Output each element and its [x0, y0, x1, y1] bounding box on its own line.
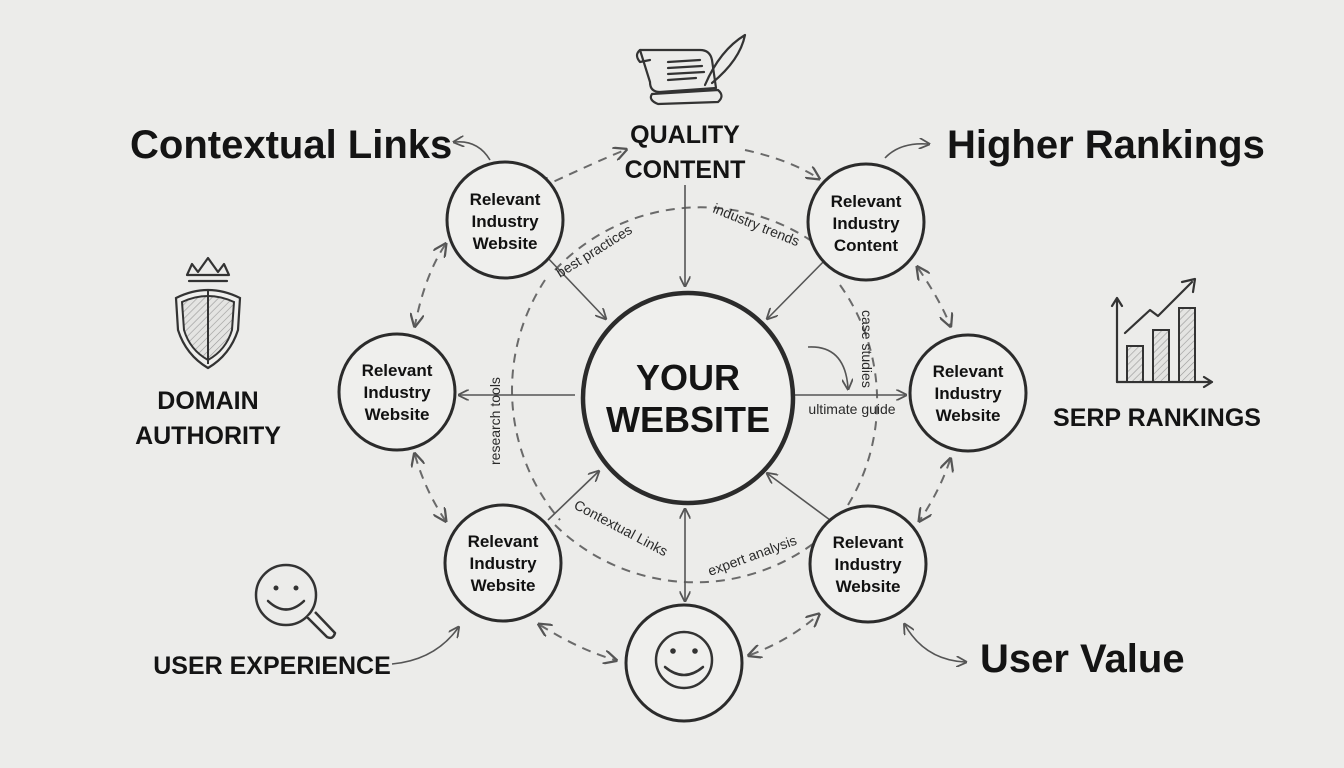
outer-connections: [415, 150, 950, 660]
domain-authority-line2: AUTHORITY: [135, 422, 281, 450]
node-bottom-smiley: [624, 603, 744, 723]
shield-crown-icon: [174, 256, 242, 370]
smiley-magnifier-icon: [254, 563, 337, 640]
node-label-line: Relevant: [470, 190, 541, 209]
headline-higher-rankings-text: Higher Rankings: [947, 123, 1265, 167]
user-experience-label: USER EXPERIENCE: [153, 652, 391, 680]
serp-rankings: SERP RANKINGS: [1053, 277, 1261, 432]
headline-contextual-links-text: Contextual Links: [130, 123, 452, 167]
node-label-line: Industry: [471, 212, 539, 231]
headline-user-value: User Value: [905, 625, 1185, 681]
node-label-line: Relevant: [831, 192, 902, 211]
domain-authority: DOMAIN AUTHORITY: [135, 256, 281, 450]
node-label-line: Industry: [834, 555, 902, 574]
node-label-line: Website: [936, 406, 1001, 425]
label-industry-trends: industry trends: [711, 200, 802, 249]
inner-dashed-ring: [511, 206, 879, 584]
quality-content-line1: QUALITY: [630, 121, 740, 149]
headline-user-value-text: User Value: [980, 637, 1185, 681]
scroll-quill-icon: [635, 33, 747, 106]
label-best-practices: best practices: [553, 221, 635, 280]
node-label-line: Relevant: [468, 532, 539, 551]
node-bottom-left: Relevant Industry Website: [443, 503, 563, 623]
node-label-line: Industry: [469, 554, 537, 573]
label-case-studies: case studies: [859, 310, 875, 388]
label-expert-analysis: expert analysis: [706, 532, 799, 579]
user-experience: USER EXPERIENCE: [153, 563, 458, 680]
node-bottom-right: Relevant Industry Website: [808, 504, 928, 624]
center-node-your-website: YOUR WEBSITE: [580, 290, 796, 506]
node-label-line: Website: [471, 576, 536, 595]
serp-rankings-label: SERP RANKINGS: [1053, 404, 1261, 432]
bar-chart-up-icon: [1110, 277, 1214, 389]
node-label-line: Relevant: [362, 361, 433, 380]
node-label-line: Industry: [363, 383, 431, 402]
headline-contextual-links: Contextual Links: [130, 123, 491, 167]
center-line2: WEBSITE: [606, 399, 770, 440]
node-top-right: Relevant Industry Content: [806, 162, 926, 282]
domain-authority-line1: DOMAIN: [157, 387, 258, 415]
node-label-line: Content: [834, 236, 899, 255]
spoke-lines: [460, 185, 905, 600]
headline-higher-rankings: Higher Rankings: [884, 123, 1265, 167]
node-label-line: Relevant: [833, 533, 904, 552]
node-label-line: Industry: [934, 384, 1002, 403]
smiley-icon: [654, 630, 714, 690]
node-label-line: Website: [365, 405, 430, 424]
node-label-line: Website: [836, 577, 901, 596]
center-line1: YOUR: [636, 357, 740, 398]
node-mid-left: Relevant Industry Website: [337, 332, 457, 452]
label-ultimate-guide: ultimate guide: [808, 401, 895, 417]
quality-content: QUALITY CONTENT: [625, 33, 747, 184]
node-label-line: Website: [473, 234, 538, 253]
node-mid-right: Relevant Industry Website: [908, 333, 1028, 453]
node-label-line: Relevant: [933, 362, 1004, 381]
label-research-tools: research tools: [487, 377, 503, 465]
node-label-line: Industry: [832, 214, 900, 233]
quality-content-line2: CONTENT: [625, 156, 746, 184]
node-top-left: Relevant Industry Website: [445, 160, 565, 280]
